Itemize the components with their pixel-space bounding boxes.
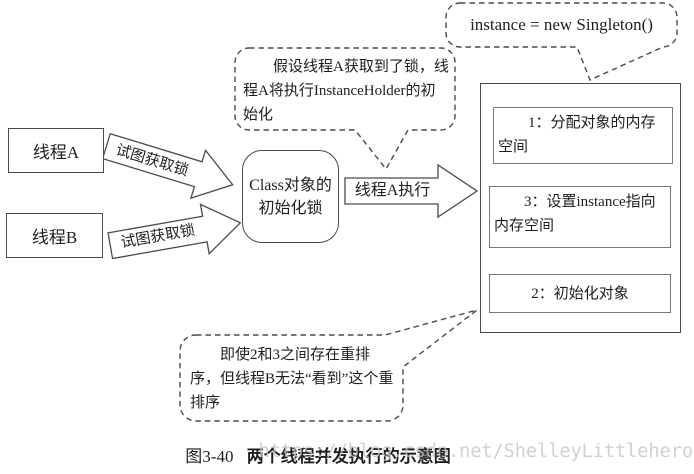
thread-a-exec-arrow: [344, 163, 479, 219]
thread-a-exec-label: 线程A执行: [354, 182, 431, 199]
caption-prefix: 图3-40: [185, 447, 234, 466]
caption-title: 两个线程并发执行的示意图: [246, 447, 451, 466]
instance-callout-bubble: [445, 2, 678, 81]
step-3-box: 3：设置instance指向内存空间: [489, 186, 671, 248]
instance-callout-text: instance = new Singleton(): [446, 3, 677, 47]
assume-callout-text: 假设线程A获取到了锁，线程A将执行InstanceHolder的初始化: [243, 59, 449, 123]
watermark: https://blog.csdn.net/ShelleyLittlehero: [258, 441, 693, 462]
try-lock-b-arrow: [107, 203, 242, 260]
step-1-box: 1：分配对象的内存空间: [493, 107, 673, 164]
step-3-label: 3：设置instance指向内存空间: [494, 194, 656, 234]
step-1-label: 1：分配对象的内存空间: [498, 115, 656, 155]
assume-callout-bubble: [234, 47, 456, 171]
init-lock-box: Class对象的初始化锁: [242, 150, 339, 243]
init-lock-label: Class对象的初始化锁: [249, 176, 332, 217]
figure-caption: 图3-40 两个线程并发执行的示意图: [0, 442, 694, 467]
instance-callout-code: instance = new Singleton(): [470, 15, 653, 34]
thread-b-label: 线程B: [31, 228, 78, 247]
reorder-callout-text: 即使2和3之间存在重排序，但线程B无法“看到”这个重排序: [190, 347, 394, 411]
try-lock-a-arrow: [101, 132, 234, 200]
thread-a-label: 线程A: [32, 143, 80, 162]
thread-a-box: 线程A: [8, 128, 104, 173]
reorder-callout-bubble: [179, 309, 478, 422]
step-2-box: 2：初始化对象: [489, 274, 671, 313]
step-2-label: 2：初始化对象: [531, 285, 629, 302]
thread-b-box: 线程B: [6, 213, 103, 258]
